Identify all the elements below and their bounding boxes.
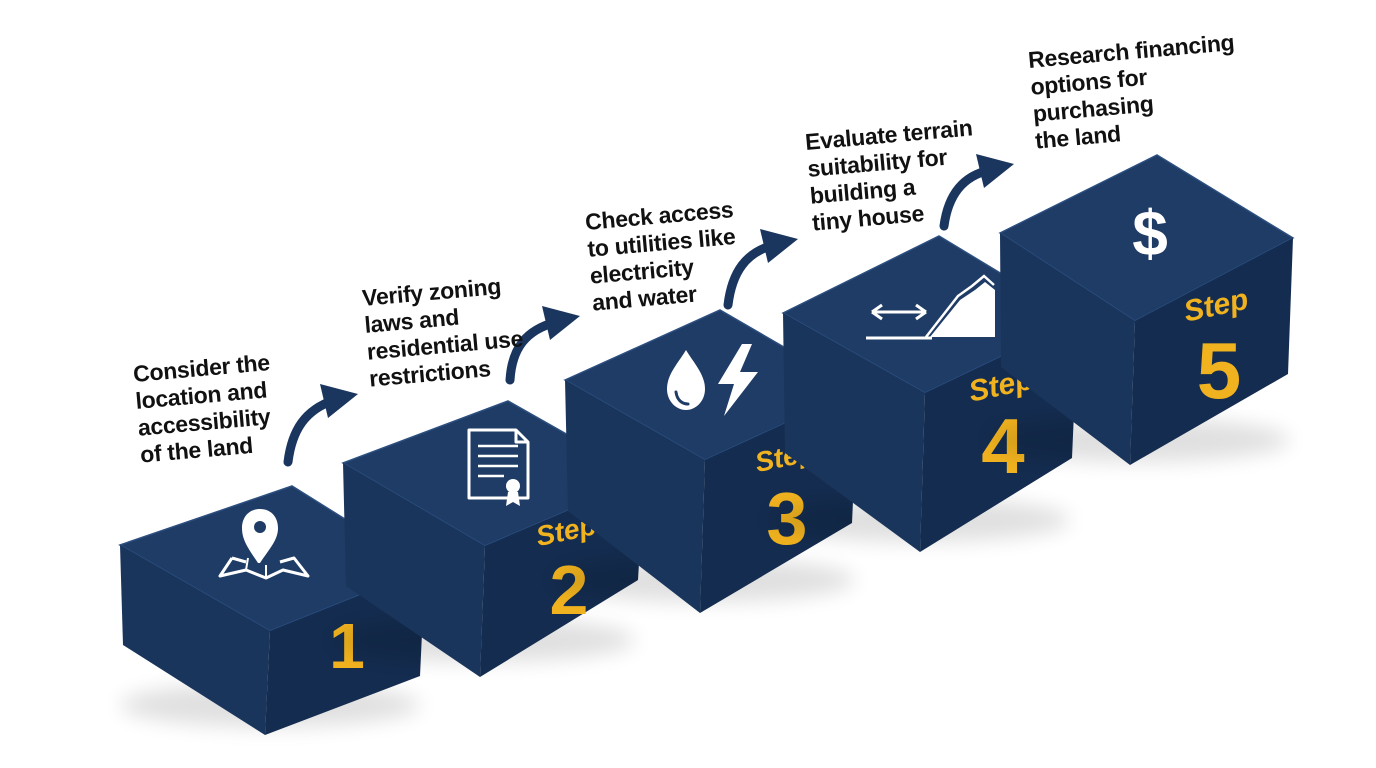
- arrow-3-head: [760, 229, 798, 263]
- cube-right-face: [1130, 238, 1293, 465]
- water-electricity-icon: [667, 344, 758, 416]
- cube-left-face: [120, 545, 270, 735]
- step-5-number: 5: [1197, 326, 1242, 415]
- arrow-heads: [320, 154, 1014, 418]
- cube-left-face: [1000, 233, 1135, 465]
- document-certificate-icon: [467, 428, 530, 506]
- arrow-4-head: [976, 154, 1014, 188]
- terrain-slope-icon: [866, 274, 995, 340]
- cube-left-face: [343, 463, 485, 677]
- cube-left-face: [783, 313, 925, 552]
- step-5-description: Research financing options for purchasin…: [1027, 29, 1235, 154]
- dollar-sign-icon: $: [1132, 197, 1168, 269]
- step-3-description: Check access to utilities like electrici…: [584, 196, 736, 316]
- step-1-description: Consider the location and accessibility …: [132, 349, 272, 468]
- arrow-2-head: [542, 306, 580, 340]
- step-5-cube: $ Step 5: [990, 154, 1295, 465]
- map-pin-icon: [218, 509, 310, 580]
- step-2-description: Verify zoning laws and residential use r…: [361, 273, 524, 392]
- step-4-description: Evaluate terrain suitability for buildin…: [804, 114, 973, 235]
- cube-left-face: [565, 380, 705, 613]
- arrow-1-head: [320, 384, 358, 418]
